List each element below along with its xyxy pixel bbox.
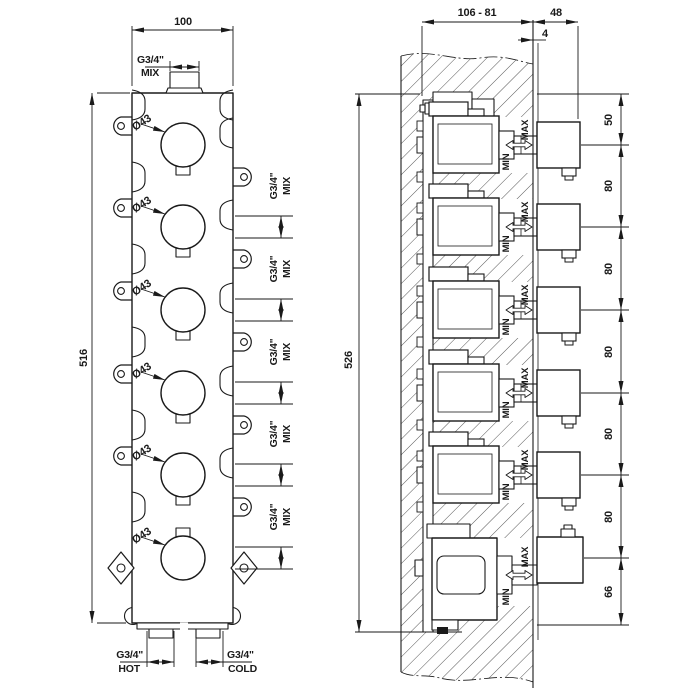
dim-width: 100 <box>131 16 234 86</box>
adjust-range-3: MAX MIN <box>501 284 533 335</box>
adjust-range-6: MAX MIN <box>501 546 533 605</box>
handle-2 <box>536 203 581 263</box>
depth-adjust-arrow <box>505 388 533 398</box>
bottom-inlets <box>136 622 229 639</box>
adjust-range-4: MAX MIN <box>501 367 533 418</box>
handle-4 <box>536 369 581 429</box>
dim-spacing-chain: 50 80 80 80 80 80 66 <box>537 93 629 626</box>
chain-value-4: 80 <box>603 428 615 440</box>
dim-height-section: 526 <box>343 93 462 633</box>
side-port-thread: G3/4" <box>268 503 280 530</box>
min-label: MIN <box>501 235 512 252</box>
depth-adjust-arrow <box>505 222 533 232</box>
anchor-bracket-right <box>230 551 258 585</box>
side-port-dim-2: G3/4" MIX <box>235 255 293 321</box>
side-port-thread: G3/4" <box>268 420 280 447</box>
min-label: MIN <box>501 318 512 335</box>
max-label: MAX <box>520 284 531 305</box>
hot-label: HOT <box>118 663 140 675</box>
dim-height-front-value: 516 <box>78 349 90 367</box>
cold-label: COLD <box>228 663 258 675</box>
min-label: MIN <box>501 483 512 500</box>
min-label: MIN <box>501 153 512 170</box>
handle-6 <box>536 524 584 584</box>
anchor-bracket-left <box>107 551 135 585</box>
wall-break-line-top <box>400 53 534 65</box>
depth-adjust-arrow <box>505 305 533 315</box>
min-label: MIN <box>501 401 512 418</box>
handle-1 <box>536 121 581 181</box>
adjust-range-5: MAX MIN <box>501 449 533 500</box>
dim-handle-depth-value: 48 <box>550 7 562 19</box>
chain-value-0: 50 <box>603 114 615 126</box>
top-port-thread: G3/4" <box>137 54 164 66</box>
chain-value-6: 66 <box>603 586 615 598</box>
max-label: MAX <box>520 546 531 567</box>
rail-tabs <box>414 120 424 577</box>
handle-3 <box>536 286 581 346</box>
chain-value-5: 80 <box>603 511 615 523</box>
side-port-type: MIX <box>281 177 293 195</box>
side-port-type: MIX <box>281 343 293 361</box>
dim-plate-offset: 4 <box>518 28 549 43</box>
depth-adjust-arrow <box>505 140 533 150</box>
top-mix-port <box>165 71 204 94</box>
mixer-cartridge <box>426 523 538 634</box>
depth-adjust-arrow <box>505 470 533 480</box>
side-port-dim-5: G3/4" MIX <box>235 503 293 569</box>
hot-thread: G3/4" <box>116 649 143 661</box>
top-port-type: MIX <box>141 67 159 79</box>
section-view: MAX MIN MAX MIN MAX MIN MAX MIN MAX MIN … <box>343 7 629 688</box>
side-port-thread: G3/4" <box>268 255 280 282</box>
dim-depth-range-value: 106 - 81 <box>458 7 497 19</box>
wall-break-line-bottom <box>400 671 534 683</box>
side-port-thread: G3/4" <box>268 338 280 365</box>
side-port-dim-4: G3/4" MIX <box>235 420 293 486</box>
side-port-dim-1: G3/4" MIX <box>235 172 293 238</box>
dim-hot-inlet: G3/4" HOT <box>116 631 175 675</box>
chain-value-3: 80 <box>603 346 615 358</box>
dim-width-value: 100 <box>174 16 192 28</box>
side-port-type: MIX <box>281 260 293 278</box>
max-label: MAX <box>520 449 531 470</box>
max-label: MAX <box>520 119 531 140</box>
min-label: MIN <box>501 588 512 605</box>
valve-assembly-section <box>414 91 538 634</box>
knob-3: Ø43 <box>130 277 206 341</box>
dim-plate-offset-value: 4 <box>542 28 549 40</box>
chain-value-2: 80 <box>603 263 615 275</box>
side-port-type: MIX <box>281 508 293 526</box>
max-label: MAX <box>520 367 531 388</box>
depth-adjust-arrow <box>505 570 533 580</box>
side-port-thread: G3/4" <box>268 172 280 199</box>
adjust-range-1: MAX MIN <box>501 119 533 170</box>
dim-depth-range: 106 - 81 <box>421 7 533 96</box>
adjust-range-2: MAX MIN <box>501 201 533 252</box>
dim-height-front: 516 <box>78 92 130 624</box>
max-label: MAX <box>520 201 531 222</box>
handle-5 <box>536 451 581 511</box>
dim-cold-inlet: G3/4" COLD <box>195 631 258 675</box>
dim-height-section-value: 526 <box>343 351 355 369</box>
front-view: Ø43 Ø43 Ø43 Ø43 Ø43 Ø43 <box>78 16 293 675</box>
dim-handle-depth: 48 <box>533 7 579 119</box>
side-port-dim-3: G3/4" MIX <box>235 338 293 404</box>
cold-thread: G3/4" <box>227 649 254 661</box>
top-port-label: G3/4" MIX <box>137 54 200 79</box>
side-port-type: MIX <box>281 425 293 443</box>
chain-value-1: 80 <box>603 180 615 192</box>
